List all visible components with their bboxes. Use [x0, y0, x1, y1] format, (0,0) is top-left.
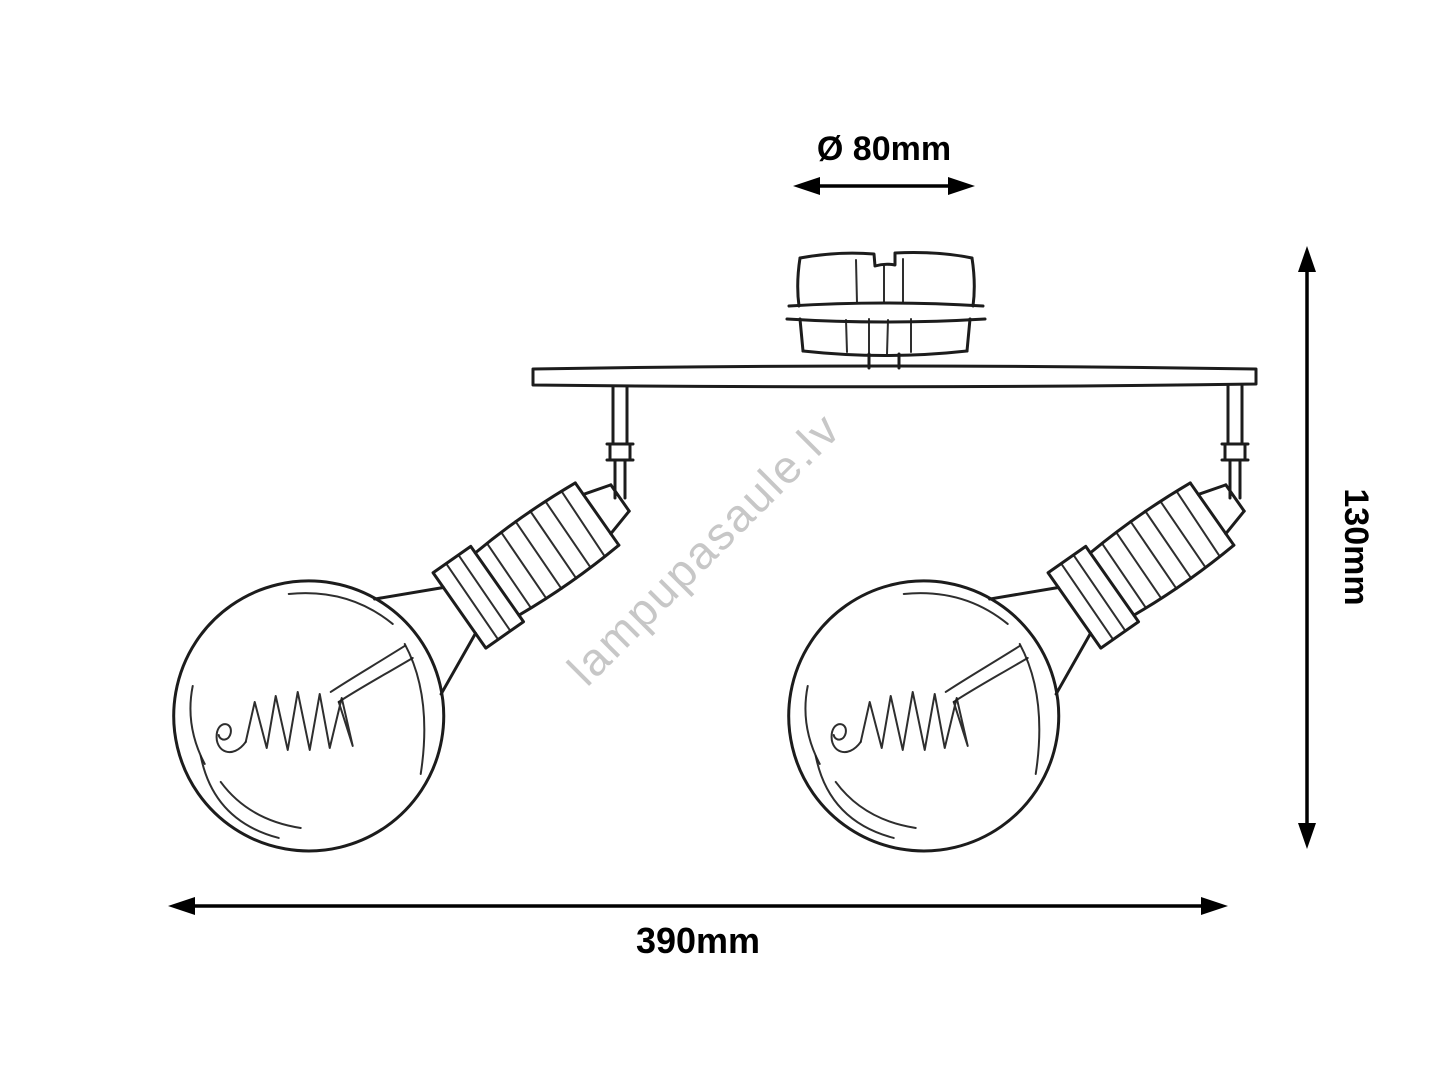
arrowhead-left-icon: [793, 177, 820, 195]
height-dimension: 130mm: [1298, 246, 1375, 849]
ceiling-canopy: [785, 251, 987, 370]
diameter-dimension-label: Ø 80mm: [817, 130, 951, 168]
arrowhead-up-icon: [1298, 246, 1316, 272]
arrowhead-down-icon: [1298, 823, 1316, 849]
arrowhead-right-icon: [1201, 897, 1228, 915]
mounting-bar: [531, 364, 1258, 389]
height-dimension-label: 130mm: [1337, 488, 1375, 605]
arrowhead-left-icon: [168, 897, 195, 915]
width-dimension: 390mm: [168, 897, 1228, 961]
width-dimension-label: 390mm: [636, 920, 760, 961]
arrowhead-right-icon: [948, 177, 975, 195]
diameter-dimension: Ø 80mm: [793, 130, 975, 195]
